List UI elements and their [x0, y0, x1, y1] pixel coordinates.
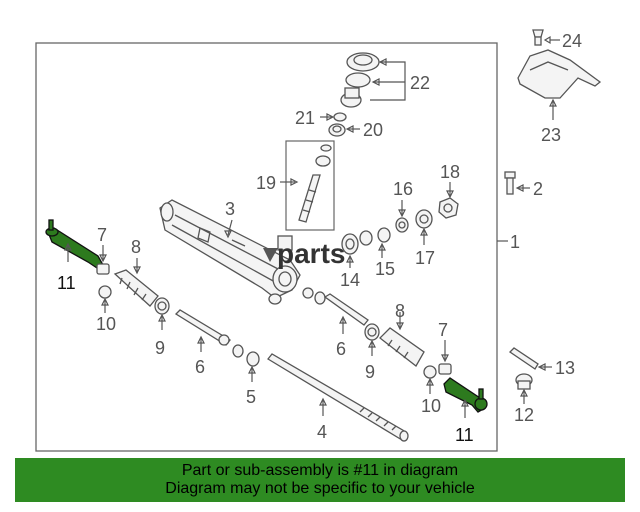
callout-11-left: 11 [57, 273, 76, 293]
part-8-boot-left [113, 269, 159, 307]
watermark-logo: parts [263, 238, 345, 269]
part-13-cotter-pin [508, 347, 539, 370]
callout-7-left: 7 [97, 225, 107, 245]
callout-21: 21 [295, 108, 315, 128]
part-12-cap [515, 373, 533, 390]
callout-9-left: 9 [155, 338, 165, 358]
callout-2: 2 [533, 179, 543, 199]
part-10-clip-right [423, 365, 437, 379]
part-14-bushing [341, 233, 359, 255]
part-15-washer [359, 227, 391, 246]
callout-10-left: 10 [96, 314, 116, 334]
part-5-washer [232, 344, 260, 367]
callout-11-right: 11 [455, 425, 474, 445]
callout-14: 14 [340, 270, 360, 290]
callout-12: 12 [514, 405, 534, 425]
watermark-text: parts [277, 238, 345, 269]
callout-10-right: 10 [421, 396, 441, 416]
banner-line-2: Diagram may not be specific to your vehi… [165, 480, 475, 497]
callout-18: 18 [440, 162, 460, 182]
part-24-bolt [532, 29, 544, 46]
part-17-bushing [415, 209, 433, 229]
part-2-bolt [504, 171, 516, 195]
part-11-tie-rod-end-right [443, 377, 488, 413]
callout-8-right: 8 [395, 301, 405, 321]
callout-24: 24 [562, 31, 582, 51]
callout-6-right: 6 [336, 339, 346, 359]
parts-diagram: 24 23 22 21 20 19 [35, 29, 602, 452]
callout-23: 23 [541, 125, 561, 145]
part-6-inner-tie-rod-left [174, 309, 231, 346]
part-7-nut-right [438, 363, 452, 375]
callout-3: 3 [225, 199, 235, 219]
part-10-clip-left [98, 285, 112, 299]
part-6-inner-tie-rod-right [302, 287, 369, 326]
part-9-clamp-left [154, 297, 170, 315]
assembly-frame [35, 42, 498, 452]
part-19-group-box [285, 140, 335, 231]
part-16-washer [395, 217, 409, 233]
callout-20: 20 [363, 120, 383, 140]
banner-line-1: Part or sub-assembly is #11 in diagram [181, 462, 459, 479]
part-18-nut [438, 197, 459, 219]
callout-4: 4 [317, 422, 327, 442]
part-22-column-seal [340, 52, 380, 108]
callout-6-left: 6 [195, 357, 205, 377]
callout-22: 22 [410, 73, 430, 93]
part-4-rack [267, 353, 409, 442]
part-23-cover [517, 49, 602, 99]
callout-7-right: 7 [438, 320, 448, 340]
part-11-tie-rod-end-left [45, 219, 104, 269]
callout-1: 1 [510, 232, 520, 252]
leader-3 [227, 219, 233, 236]
part-8-boot-right [379, 327, 425, 367]
callout-5: 5 [246, 387, 256, 407]
callout-19: 19 [256, 173, 276, 193]
part-21-washer [333, 112, 347, 122]
callout-9-right: 9 [365, 362, 375, 382]
callout-17: 17 [415, 248, 435, 268]
part-9-clamp-right [364, 323, 380, 341]
notice-banner: Part or sub-assembly is #11 in diagram D… [15, 458, 625, 502]
callout-13: 13 [555, 358, 575, 378]
part-19-pinion [298, 144, 332, 223]
callout-8-left: 8 [131, 237, 141, 257]
part-20-bushing [328, 123, 346, 137]
callout-16: 16 [393, 179, 413, 199]
part-7-nut-left [96, 263, 110, 275]
leader-22 [370, 61, 406, 101]
part-3-rack-housing [159, 199, 301, 305]
callout-15: 15 [375, 259, 395, 279]
